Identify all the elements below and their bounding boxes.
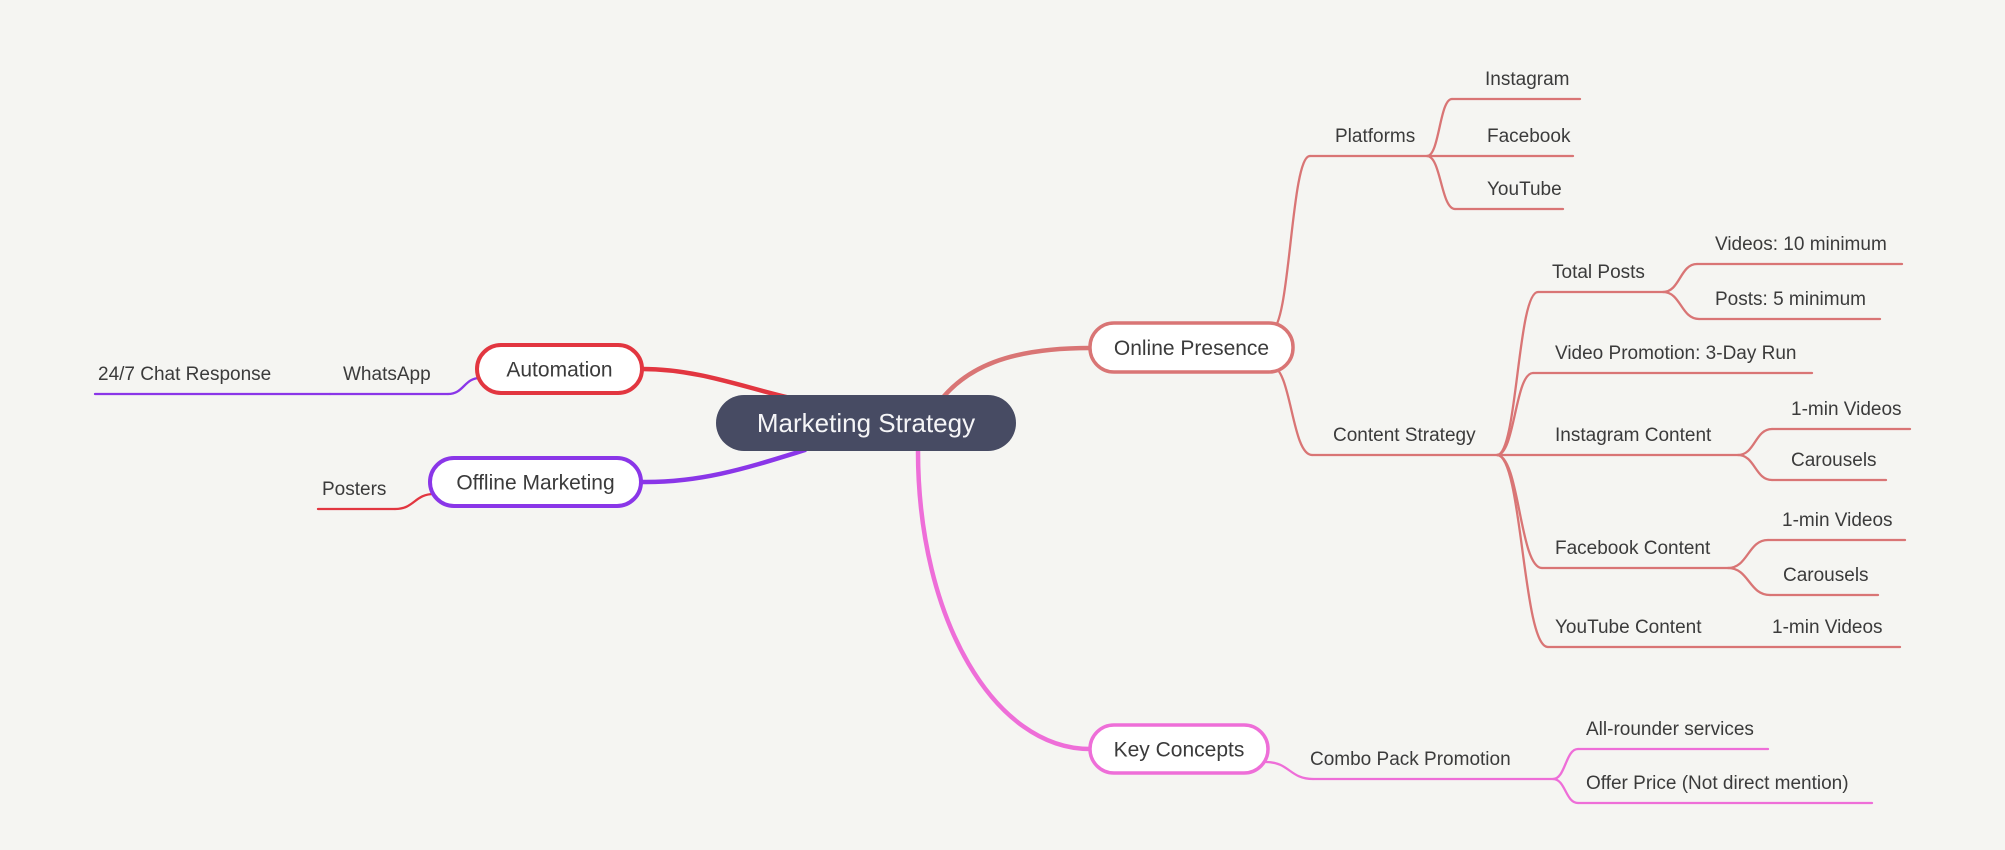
node-label-posts-minimum[interactable]: Posts: 5 minimum (1715, 289, 1866, 310)
node-label-content-strategy[interactable]: Content Strategy (1333, 425, 1476, 446)
link-fb-carousels (1726, 566, 1772, 597)
node-label-yt-videos[interactable]: 1-min Videos (1772, 617, 1883, 638)
node-label-youtube-content[interactable]: YouTube Content (1555, 617, 1702, 638)
link-facebook-content (1495, 453, 1544, 570)
node-youtube-content[interactable]: YouTube Content (1555, 617, 1702, 638)
link-youtube-content (1495, 453, 1550, 649)
node-whatsapp[interactable]: WhatsApp (343, 364, 431, 385)
node-label-offer-price[interactable]: Offer Price (Not direct mention) (1586, 773, 1849, 794)
node-label-combo-pack-promotion[interactable]: Combo Pack Promotion (1310, 749, 1511, 770)
node-label-posters[interactable]: Posters (322, 479, 386, 500)
node-facebook-content[interactable]: Facebook Content (1555, 538, 1711, 559)
node-videos-minimum[interactable]: Videos: 10 minimum (1715, 234, 1887, 255)
node-instagram-content[interactable]: Instagram Content (1555, 425, 1712, 446)
node-ig-videos[interactable]: 1-min Videos (1791, 399, 1902, 420)
node-total-posts[interactable]: Total Posts (1552, 262, 1645, 283)
node-instagram[interactable]: Instagram (1485, 69, 1569, 90)
link-ig-videos (1736, 427, 1774, 457)
node-key-concepts[interactable]: Key Concepts (1088, 723, 1270, 775)
node-posts-minimum[interactable]: Posts: 5 minimum (1715, 289, 1866, 310)
node-label-ig-videos[interactable]: 1-min Videos (1791, 399, 1902, 420)
node-label-facebook-content[interactable]: Facebook Content (1555, 538, 1711, 559)
node-label-youtube[interactable]: YouTube (1487, 179, 1562, 200)
node-label-platforms[interactable]: Platforms (1335, 126, 1415, 147)
node-label-instagram-content[interactable]: Instagram Content (1555, 425, 1712, 446)
node-youtube[interactable]: YouTube (1487, 179, 1562, 200)
link-videos-minimum (1661, 262, 1699, 294)
link-offer-price (1551, 777, 1580, 805)
link-instagram (1425, 97, 1454, 158)
node-label-facebook[interactable]: Facebook (1487, 126, 1571, 147)
link-posters (393, 492, 436, 511)
link-content-strategy (1269, 364, 1314, 457)
node-facebook[interactable]: Facebook (1487, 126, 1571, 147)
link-all-rounder-services (1551, 747, 1580, 781)
node-pill-online-presence[interactable] (1088, 321, 1295, 374)
node-label-automation[interactable]: Automation (506, 358, 612, 381)
node-label-key-concepts[interactable]: Key Concepts (1114, 738, 1245, 761)
node-pill-marketing-strategy[interactable] (716, 395, 1016, 451)
node-pill-key-concepts[interactable] (1088, 723, 1270, 775)
node-label-online-presence[interactable]: Online Presence (1114, 337, 1269, 360)
link-automation (639, 366, 798, 402)
node-combo-pack-promotion[interactable]: Combo Pack Promotion (1310, 749, 1511, 770)
node-pill-automation[interactable] (475, 343, 644, 395)
link-posts-minimum (1661, 290, 1701, 321)
links-layer (93, 97, 1912, 805)
node-posters[interactable]: Posters (322, 479, 386, 500)
node-yt-videos[interactable]: 1-min Videos (1772, 617, 1883, 638)
node-label-chat-response[interactable]: 24/7 Chat Response (98, 364, 271, 385)
node-offer-price[interactable]: Offer Price (Not direct mention) (1586, 773, 1849, 794)
nodes-layer: Marketing Strategy Online Presence Platfor… (98, 69, 1902, 794)
link-fb-videos (1726, 538, 1770, 570)
node-chat-response[interactable]: 24/7 Chat Response (98, 364, 271, 385)
node-fb-carousels[interactable]: Carousels (1783, 565, 1869, 586)
node-label-whatsapp[interactable]: WhatsApp (343, 364, 431, 385)
node-video-promotion[interactable]: Video Promotion: 3-Day Run (1555, 343, 1797, 364)
link-video-promotion (1495, 371, 1535, 457)
node-label-all-rounder-services[interactable]: All-rounder services (1586, 719, 1754, 740)
node-label-videos-minimum[interactable]: Videos: 10 minimum (1715, 234, 1887, 255)
node-label-fb-carousels[interactable]: Carousels (1783, 565, 1869, 586)
link-online-presence (937, 345, 1093, 404)
node-ig-carousels[interactable]: Carousels (1791, 450, 1877, 471)
link-youtube (1425, 154, 1457, 211)
node-all-rounder-services[interactable]: All-rounder services (1586, 719, 1754, 740)
node-pill-offline-marketing[interactable] (428, 456, 643, 508)
node-marketing-strategy[interactable]: Marketing Strategy (716, 395, 1016, 451)
node-label-marketing-strategy[interactable]: Marketing Strategy (757, 408, 975, 438)
node-automation[interactable]: Automation (475, 343, 644, 395)
node-label-offline-marketing[interactable]: Offline Marketing (456, 471, 614, 494)
link-total-posts (1495, 290, 1540, 457)
link-platforms (1269, 154, 1312, 332)
node-platforms[interactable]: Platforms (1335, 126, 1415, 147)
node-fb-videos[interactable]: 1-min Videos (1782, 510, 1893, 531)
link-ig-carousels (1736, 453, 1774, 482)
node-offline-marketing[interactable]: Offline Marketing (428, 456, 643, 508)
node-label-ig-carousels[interactable]: Carousels (1791, 450, 1877, 471)
node-online-presence[interactable]: Online Presence (1088, 321, 1295, 374)
link-whatsapp (446, 376, 482, 396)
node-label-fb-videos[interactable]: 1-min Videos (1782, 510, 1893, 531)
link-offline-marketing (638, 447, 808, 485)
node-label-total-posts[interactable]: Total Posts (1552, 262, 1645, 283)
link-key-concepts (915, 448, 1093, 752)
link-combo-pack-promotion (1264, 760, 1315, 781)
node-content-strategy[interactable]: Content Strategy (1333, 425, 1476, 446)
node-label-video-promotion[interactable]: Video Promotion: 3-Day Run (1555, 343, 1797, 364)
node-label-instagram[interactable]: Instagram (1485, 69, 1569, 90)
